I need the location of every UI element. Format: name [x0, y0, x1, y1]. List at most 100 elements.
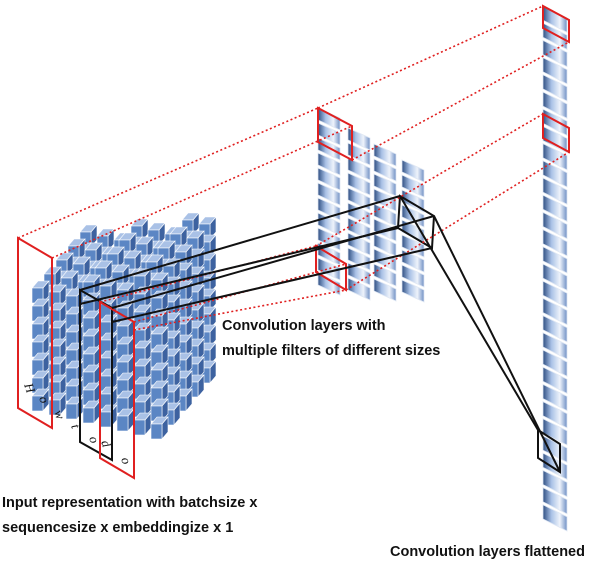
flattened-cell — [542, 469, 568, 498]
word-letter: d — [98, 438, 114, 450]
conv-cell — [373, 158, 397, 182]
embedding-cube — [82, 310, 101, 334]
embedding-cube — [147, 222, 166, 246]
embedding-cube — [123, 250, 142, 274]
conv-cell — [373, 143, 397, 167]
black-line — [433, 215, 561, 473]
embedding-cube — [198, 342, 217, 366]
black-projection-lines — [79, 195, 561, 473]
embedding-cube — [65, 306, 84, 330]
flattened-cell — [542, 263, 568, 291]
flattened-cell — [542, 383, 568, 412]
conv-cell — [401, 174, 425, 198]
conv-cell — [347, 157, 371, 181]
red-dotted-line — [351, 41, 570, 161]
embedding-cube — [116, 390, 135, 414]
conv-cell — [347, 187, 371, 211]
conv-cell — [347, 217, 371, 241]
conv-cell — [317, 167, 341, 191]
embedding-cube — [133, 304, 152, 328]
embedding-cube — [31, 388, 50, 412]
input-frame-how — [17, 236, 53, 430]
conv-cell — [347, 172, 371, 196]
conv-cell — [317, 257, 341, 281]
flattened-cell — [542, 160, 568, 188]
black-line — [111, 247, 433, 323]
input-frame-do — [99, 300, 135, 480]
input-caption-line1: Input representation with batchsize x — [2, 495, 258, 511]
embedding-cube — [198, 216, 217, 240]
conv-cell — [317, 152, 341, 176]
word-letter: o — [36, 394, 52, 406]
flattened-cell — [542, 349, 568, 377]
black-line — [79, 195, 401, 291]
embedding-cube — [48, 392, 67, 416]
flattened-cell — [542, 400, 568, 429]
embedding-cube — [150, 398, 169, 422]
conv-feature-map-column — [373, 143, 397, 302]
conv-cell — [373, 173, 397, 197]
conv-cell — [347, 127, 371, 151]
embedding-cube — [82, 400, 101, 424]
conv-cell — [317, 272, 341, 296]
embedding-cube — [48, 374, 67, 398]
embedding-cube — [150, 362, 169, 386]
red-dotted-line — [345, 151, 570, 291]
embedding-cube — [72, 256, 91, 280]
embedding-cube — [43, 266, 62, 290]
black-line — [111, 215, 435, 309]
embedding-cube — [82, 346, 101, 370]
flattened-cell — [542, 486, 568, 515]
embedding-cube — [48, 302, 67, 326]
conv-cell — [401, 159, 425, 183]
embedding-cube — [31, 280, 50, 304]
red-dotted-line — [315, 113, 544, 247]
conv-cell — [347, 277, 371, 301]
conv-cell — [373, 248, 397, 272]
conv-cell — [347, 262, 371, 286]
flattened-cell — [542, 418, 568, 446]
conv-feature-map-column — [347, 127, 371, 301]
conv-cell — [401, 249, 425, 273]
embedding-cube — [150, 380, 169, 404]
embedding-cube — [133, 394, 152, 418]
embedding-cube — [118, 232, 137, 256]
black-line — [399, 195, 539, 431]
flattened-cell — [542, 194, 568, 223]
conv-layers-caption-line1: Convolution layers with — [222, 318, 386, 334]
red-dotted-line — [17, 107, 319, 239]
embedding-cube — [186, 230, 205, 254]
input-caption-line2: sequencesize x embeddingize x 1 — [2, 520, 234, 536]
conv-cell — [347, 142, 371, 166]
embedding-cube — [186, 338, 205, 362]
red-dotted-line — [317, 5, 544, 109]
flattened-cell — [542, 39, 568, 68]
embedding-cube — [150, 416, 169, 440]
conv-cell — [401, 264, 425, 288]
embedding-cube — [133, 322, 152, 346]
flattened-cell — [542, 314, 568, 343]
embedding-cube — [60, 270, 79, 294]
flattened-cell — [542, 332, 568, 360]
embedding-cube — [150, 326, 169, 350]
conv-cell — [317, 182, 341, 206]
flattened-cell — [542, 91, 568, 119]
word-letter: o — [118, 455, 134, 467]
flattened-cell — [542, 504, 568, 532]
flattened-caption: Convolution layers flattened — [390, 544, 585, 560]
flattened-cell — [542, 22, 568, 51]
flattened-cell — [542, 177, 568, 205]
embedding-cube — [133, 358, 152, 382]
flattened-column — [542, 5, 568, 532]
flattened-cell — [542, 280, 568, 309]
flattened-cell — [542, 366, 568, 395]
flat-highlight-top — [542, 4, 570, 44]
input-embedding-cubes — [31, 212, 217, 440]
flattened-cell — [542, 297, 568, 326]
red-dotted-line — [51, 125, 353, 259]
conv-cell — [317, 137, 341, 161]
flattened-cell — [542, 74, 568, 102]
